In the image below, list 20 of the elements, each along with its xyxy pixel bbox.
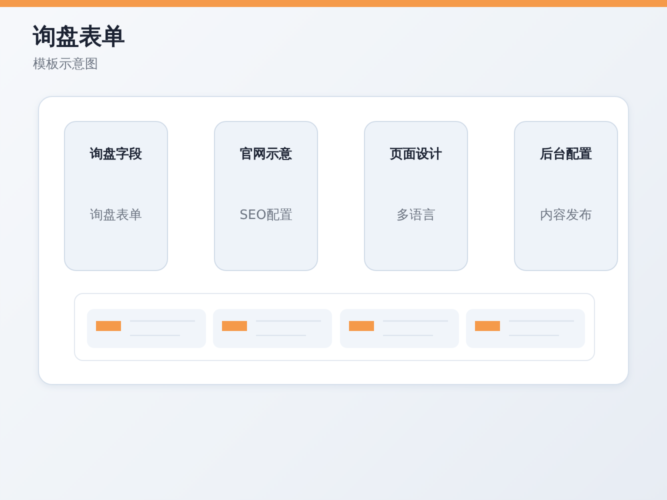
placeholder-card [213, 309, 332, 348]
card-heading: 页面设计 [388, 146, 443, 164]
placeholder-card [87, 309, 206, 348]
card-text: 多语言 [396, 207, 436, 225]
content-panel [38, 96, 629, 385]
module-card [64, 121, 168, 271]
card-text: 内容发布 [539, 207, 593, 225]
card-heading: 后台配置 [538, 146, 593, 164]
card-text: SEO配置 [238, 207, 294, 225]
card-heading: 询盘字段 [88, 146, 143, 164]
module-card [514, 121, 618, 271]
card-text: 询盘表单 [89, 207, 143, 225]
page-subtitle: 模板示意图 [33, 56, 98, 74]
preview-panel [74, 293, 595, 361]
page-title: 询盘表单 [33, 23, 125, 52]
placeholder-card [466, 309, 585, 348]
card-heading: 官网示意 [239, 146, 293, 164]
placeholder-card [340, 309, 459, 348]
module-card [214, 121, 318, 271]
module-card [364, 121, 468, 271]
